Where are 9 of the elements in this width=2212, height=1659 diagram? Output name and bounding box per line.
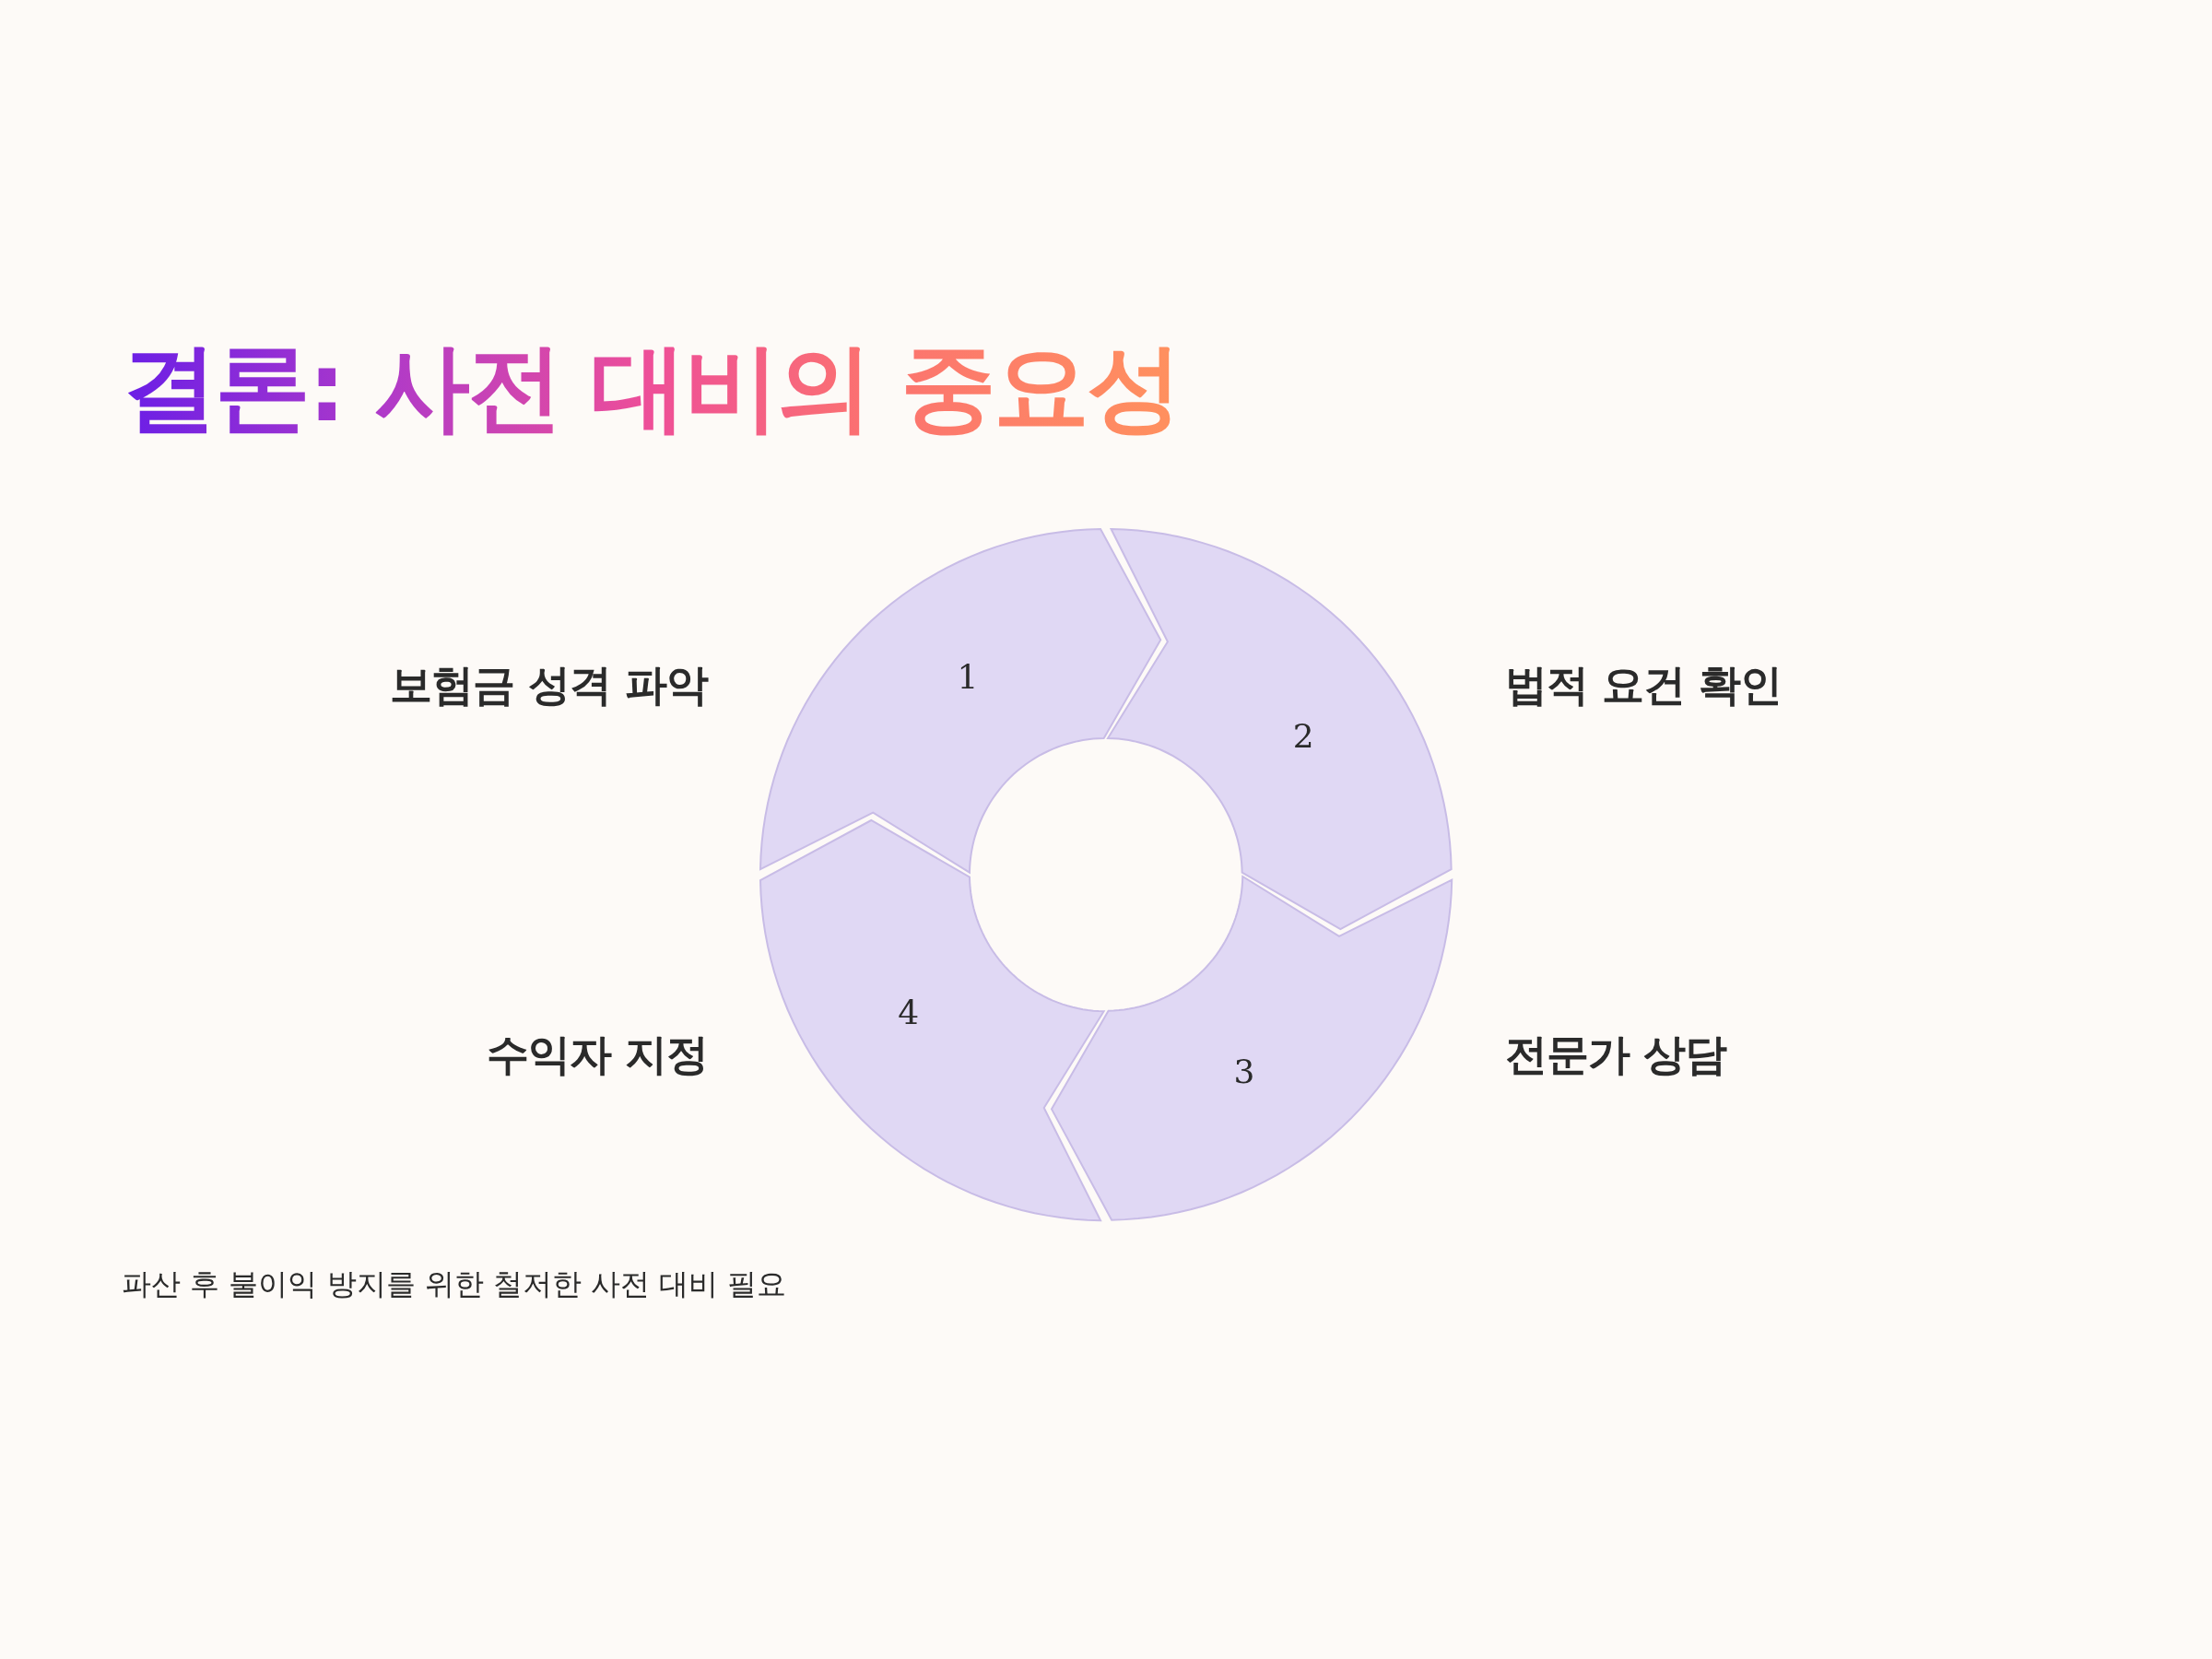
step-label: 법적 요건 확인 — [1505, 660, 1783, 712]
step-number: 2 — [1292, 720, 1314, 753]
step-label: 보험금 성격 파악 — [389, 660, 708, 712]
step-number: 4 — [898, 995, 920, 1030]
step-label: 수익자 지정 — [487, 1030, 708, 1081]
caption: 파산 후 불이익 방지를 위한 철저한 사전 대비 필요 — [122, 1265, 787, 1303]
step-number: 3 — [1233, 1055, 1255, 1089]
step-number: 1 — [957, 660, 979, 694]
step-label: 전문가 상담 — [1505, 1030, 1726, 1081]
